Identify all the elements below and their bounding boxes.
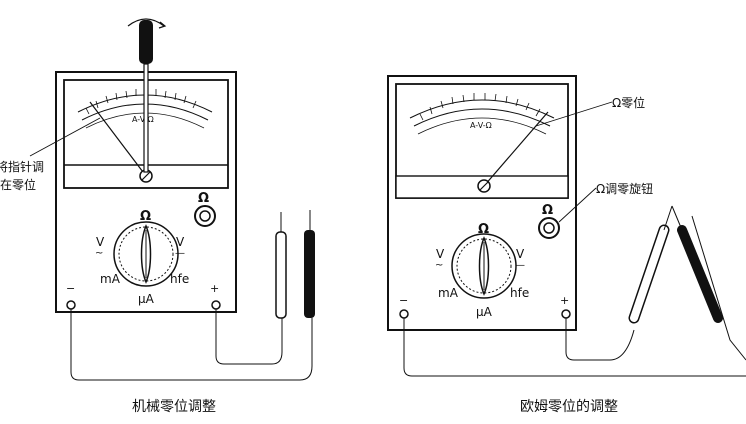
svg-text:Ω: Ω	[140, 209, 151, 224]
right-lead-wire-red	[565, 318, 635, 361]
svg-text:—: —	[515, 260, 525, 271]
right-scale-arc	[409, 99, 555, 119]
left-callout-line2: 在零位	[0, 178, 37, 192]
left-needle	[89, 101, 147, 177]
svg-text:V: V	[176, 235, 185, 249]
svg-text:−: −	[66, 282, 75, 295]
left-terminal-minus	[66, 300, 76, 310]
right-terminal-minus	[399, 309, 409, 319]
svg-text:—: —	[175, 248, 185, 259]
left-terminal-plus	[211, 300, 221, 310]
left-caption: 机械零位调整	[132, 399, 216, 415]
left-meter-mark: A-V-Ω	[132, 115, 154, 124]
left-multimeter: A-V-Ω Ω Ω V ~ V — mA μA hfe − +	[29, 18, 315, 381]
left-probe-red	[275, 231, 287, 319]
svg-text:Ω: Ω	[198, 191, 209, 206]
svg-text:V: V	[436, 247, 445, 261]
svg-text:μA: μA	[476, 305, 493, 319]
left-probe-black	[304, 230, 315, 318]
right-probe-black	[671, 205, 723, 323]
svg-text:mA: mA	[438, 286, 459, 300]
right-caption: 欧姆零位的调整	[520, 399, 618, 415]
svg-text:hfe: hfe	[170, 272, 189, 286]
svg-text:+: +	[210, 282, 219, 295]
svg-text:μA: μA	[138, 292, 155, 306]
left-callout-needle-zero: 将指针调 在零位	[0, 158, 44, 194]
left-callout-line1: 将指针调	[0, 160, 45, 174]
svg-text:Ω: Ω	[542, 203, 553, 218]
svg-text:−: −	[399, 294, 408, 307]
svg-text:V: V	[516, 247, 525, 261]
svg-text:mA: mA	[100, 272, 121, 286]
left-lead-wire-black	[70, 309, 313, 381]
svg-text:~: ~	[435, 260, 443, 271]
right-meter-mark: A-V-Ω	[470, 121, 492, 130]
svg-text:~: ~	[95, 248, 103, 259]
right-lead-wire-black	[403, 318, 746, 377]
right-terminal-plus	[561, 309, 571, 319]
svg-text:+: +	[560, 294, 569, 307]
svg-text:V: V	[96, 235, 105, 249]
svg-text:Ω: Ω	[478, 222, 489, 237]
right-needle	[483, 111, 549, 187]
svg-text:hfe: hfe	[510, 286, 529, 300]
right-callout-ohm-zero: Ω零位	[612, 96, 646, 110]
right-probe-red	[628, 205, 673, 324]
left-screwdriver	[127, 18, 167, 173]
right-callout-ohm-knob: Ω调零旋钮	[596, 182, 654, 196]
right-multimeter: A-V-Ω Ω Ω V ~ V — mA μA hfe − +	[387, 75, 746, 377]
left-lead-wire-red	[215, 309, 283, 365]
